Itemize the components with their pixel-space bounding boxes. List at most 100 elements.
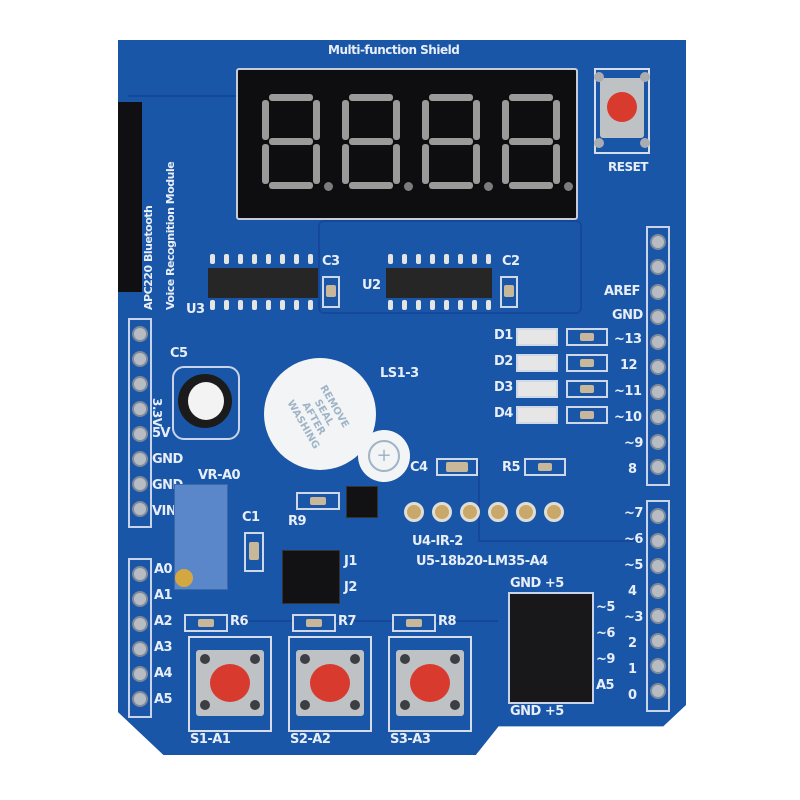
resistor-r6	[184, 614, 228, 632]
potentiometer[interactable]	[174, 484, 228, 590]
reset-cap[interactable]	[607, 92, 637, 122]
trace	[238, 620, 498, 622]
reset-button[interactable]	[594, 68, 650, 154]
button-s2-label: S2-A2	[290, 732, 331, 747]
button-s3[interactable]	[388, 636, 472, 732]
j1-label: J1	[344, 554, 357, 569]
r5-label: R5	[502, 460, 521, 475]
led-resistor	[566, 328, 608, 346]
pin-label-7: ~7	[624, 506, 643, 521]
u2-pins-bottom	[388, 300, 498, 312]
pin-label-a2: A2	[154, 614, 173, 629]
trace	[318, 220, 582, 314]
c3-label: C3	[322, 254, 340, 269]
button-s1[interactable]	[188, 636, 272, 732]
pin-label-a1: A1	[154, 588, 173, 603]
seven-segment-display	[236, 68, 578, 220]
button-s2[interactable]	[288, 636, 372, 732]
digital-header-bottom[interactable]	[646, 500, 670, 712]
pin-label-4: 4	[628, 584, 637, 599]
trace	[478, 460, 640, 542]
ic-u2	[386, 268, 492, 298]
r6-label: R6	[230, 614, 249, 629]
servo-pin-9: ~9	[596, 652, 615, 667]
side-label-2: Voice Recognition Module	[164, 161, 177, 310]
button-s3-label: S3-A3	[390, 732, 431, 747]
j2-label: J2	[344, 580, 357, 595]
jumper-block[interactable]	[282, 550, 340, 604]
bluetooth-header	[118, 102, 142, 292]
r7-label: R7	[338, 614, 357, 629]
led-resistor	[566, 406, 608, 424]
u3-pins-top	[210, 254, 320, 266]
side-label-1: APC220 Bluetooth	[142, 205, 155, 310]
led-d2-label: D2	[494, 354, 513, 369]
led-d2	[516, 354, 558, 372]
pin-label-gnd-1: GND	[152, 452, 183, 467]
resistor-r9	[296, 492, 340, 510]
digit-1	[260, 94, 333, 191]
button-s2-cap[interactable]	[310, 664, 350, 702]
pin-label-aref: AREF	[604, 284, 640, 299]
led-d3	[516, 380, 558, 398]
pin-label-3v3: 3.3V	[150, 398, 164, 427]
servo-label-top: GND +5	[510, 576, 564, 591]
u2-label: U2	[362, 278, 381, 293]
c4-label: C4	[410, 460, 428, 475]
led-resistor	[566, 380, 608, 398]
led-d1	[516, 328, 558, 346]
led-resistor	[566, 354, 608, 372]
capacitor-c3	[322, 276, 340, 308]
pin-label-5: ~5	[624, 558, 643, 573]
capacitor-c1	[244, 532, 264, 572]
pin-label-11: ~11	[614, 384, 642, 399]
led-d4-label: D4	[494, 406, 513, 421]
digit-3	[420, 94, 493, 191]
capacitor-c5	[172, 366, 240, 440]
analog-header[interactable]	[128, 558, 152, 718]
transistor	[346, 486, 378, 518]
resistor-r8	[392, 614, 436, 632]
pin-label-6: ~6	[624, 532, 643, 547]
button-s1-cap[interactable]	[210, 664, 250, 702]
c5-label: C5	[170, 346, 188, 361]
digit-4	[500, 94, 573, 191]
resistor-r5	[524, 458, 566, 476]
pin-label-a5: A5	[154, 692, 173, 707]
board-title: Multi-function Shield	[328, 43, 460, 57]
c1-label: C1	[242, 510, 260, 525]
led-d1-label: D1	[494, 328, 513, 343]
u4-label: U4-IR-2	[412, 534, 463, 549]
digital-header-top[interactable]	[646, 226, 670, 486]
led-d4	[516, 406, 558, 424]
u3-label: U3	[186, 302, 205, 317]
trace	[128, 95, 328, 97]
button-s3-cap[interactable]	[410, 664, 450, 702]
pin-label-13: ~13	[614, 332, 642, 347]
pin-label-1: 1	[628, 662, 637, 677]
capacitor-c2	[500, 276, 518, 308]
pin-label-10: ~10	[614, 410, 642, 425]
pin-label-0: 0	[628, 688, 637, 703]
pot-screw-icon[interactable]	[175, 569, 193, 587]
pin-label-8: 8	[628, 462, 637, 477]
led-d3-label: D3	[494, 380, 513, 395]
servo-label-bottom: GND +5	[510, 704, 564, 719]
digit-2	[340, 94, 413, 191]
servo-pin-a5: A5	[596, 678, 615, 693]
pin-label-gnd: GND	[612, 308, 643, 323]
pin-label-a0: A0	[154, 562, 173, 577]
sensor-socket[interactable]	[404, 502, 576, 524]
servo-header[interactable]	[508, 592, 594, 704]
power-header[interactable]	[128, 318, 152, 528]
pin-label-a3: A3	[154, 640, 173, 655]
plus-icon: +	[368, 440, 400, 472]
servo-pin-6: ~6	[596, 626, 615, 641]
resistor-r7	[292, 614, 336, 632]
pin-label-2: 2	[628, 636, 637, 651]
servo-pin-5: ~5	[596, 600, 615, 615]
ic-u3	[208, 268, 318, 298]
u5-label: U5-18b20-LM35-A4	[416, 554, 548, 569]
